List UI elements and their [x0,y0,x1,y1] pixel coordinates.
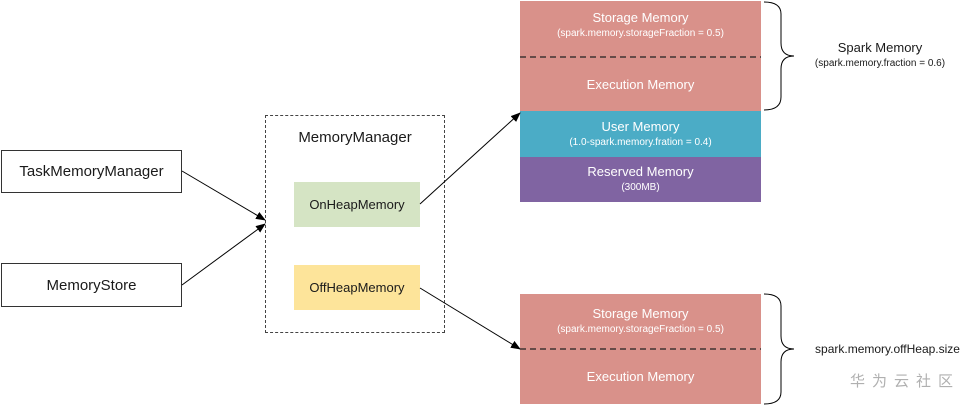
on-heap-memory-box: OnHeapMemory [294,182,420,227]
off-heap-size-label: spark.memory.offHeap.size [815,342,960,356]
memory-manager-title: MemoryManager [298,129,412,146]
reserved-memory-label: Reserved Memory [587,164,694,179]
on-heap-memory-label: OnHeapMemory [309,197,405,212]
on-heap-execution-memory-label: Execution Memory [586,76,695,92]
task-to-manager-arrow [181,170,266,221]
task-memory-manager-box: TaskMemoryManager [1,150,182,193]
off-heap-execution-memory-label: Execution Memory [586,369,695,384]
memory-store-box: MemoryStore [1,263,182,307]
on-heap-execution-memory-block: Execution Memory [520,57,761,111]
off-heap-storage-memory-block: Storage Memory (spark.memory.storageFrac… [520,294,761,349]
reserved-memory-block: Reserved Memory (300MB) [520,157,761,202]
watermark: 华为云社区 [850,373,961,390]
off-heap-brace [763,293,795,405]
user-memory-config: (1.0-spark.memory.fration = 0.4) [569,137,712,148]
store-to-manager-arrow [181,223,266,286]
on-heap-storage-fraction-config: (spark.memory.storageFraction = 0.5) [557,28,724,39]
spark-memory-label: Spark Memory [837,40,923,55]
reserved-memory-config: (300MB) [621,182,660,193]
off-heap-storage-fraction-config: (spark.memory.storageFraction = 0.5) [557,324,724,335]
on-heap-storage-memory-block: Storage Memory (spark.memory.storageFrac… [520,1,761,57]
off-heap-storage-memory-label: Storage Memory [592,306,689,321]
off-heap-execution-memory-block: Execution Memory [520,349,761,404]
spark-memory-brace [763,1,795,111]
off-heap-memory-box: OffHeapMemory [294,265,420,310]
off-heap-memory-label: OffHeapMemory [309,280,405,295]
spark-memory-fraction-config: (spark.memory.fraction = 0.6) [814,58,946,69]
user-memory-label: User Memory [601,119,680,134]
on-heap-to-layout-arrow [419,112,521,205]
memory-store-label: MemoryStore [46,276,137,294]
on-heap-storage-memory-label: Storage Memory [592,10,689,25]
user-memory-block: User Memory (1.0-spark.memory.fration = … [520,111,761,157]
off-heap-to-layout-arrow [419,287,521,350]
task-memory-manager-label: TaskMemoryManager [19,163,164,180]
